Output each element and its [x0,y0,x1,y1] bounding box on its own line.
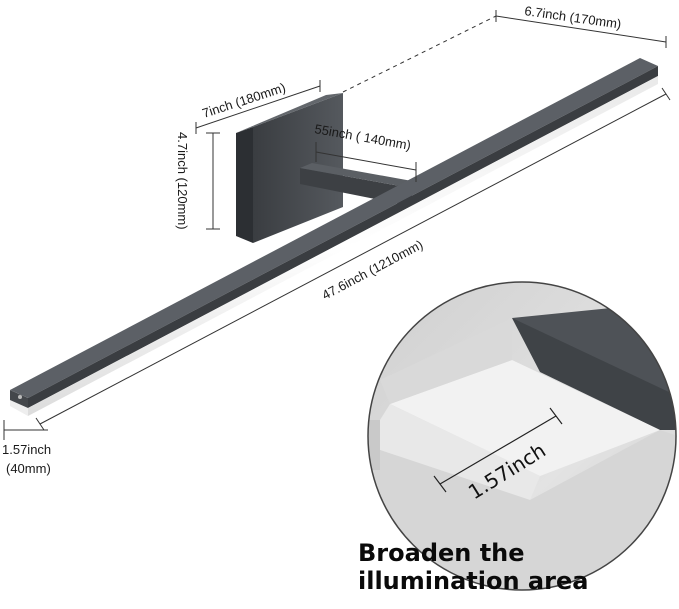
caption-line-1: Broaden the [358,539,525,567]
caption-line-2: illumination area [358,567,588,595]
dimension-lines [3,10,671,440]
end-width-label-line1: 1.57inch [2,442,51,457]
light-bar [10,58,658,416]
sensor-dot-icon [18,395,22,399]
wall-light-fixture [10,58,658,416]
wall-mount-plate [236,93,343,243]
extension-dimension-label: 7inch (180mm) [200,80,287,121]
end-width-label-line2: (40mm) [6,461,51,476]
height-dimension-label: 4.7inch (120mm) [175,132,190,230]
